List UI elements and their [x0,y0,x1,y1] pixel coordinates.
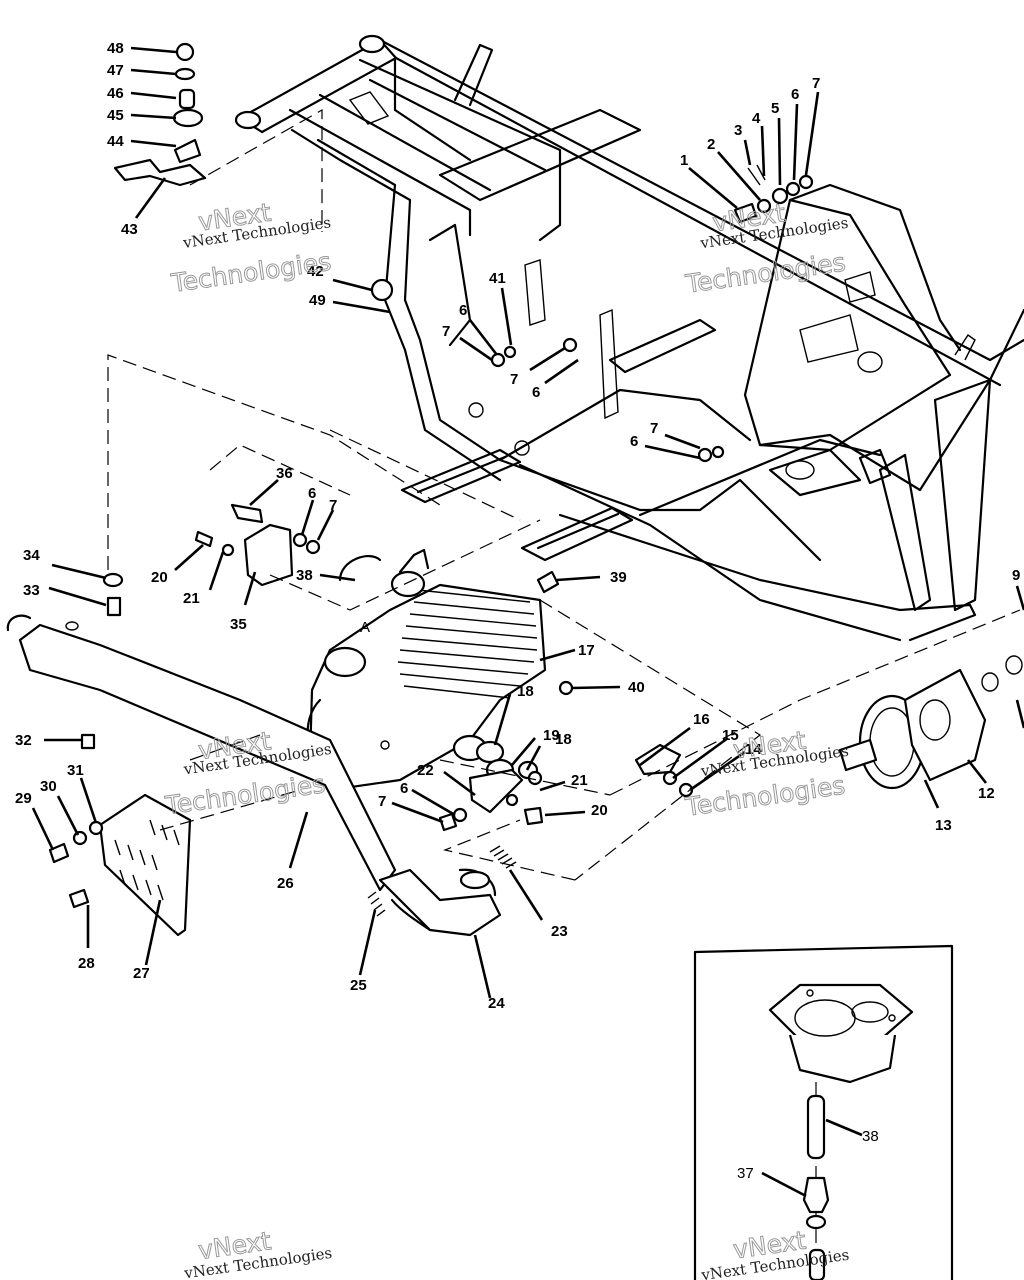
callout-20-left: 20 [151,569,168,586]
heat-shield-slots [114,819,180,901]
callout-18-upper: 18 [517,683,534,700]
callout-32: 32 [15,732,32,749]
part-callouts: 48 47 46 45 44 43 42 49 1 2 3 4 5 6 7 41… [15,40,1020,1012]
assembly-guide-lines [107,108,1021,881]
callout-7: 7 [812,75,820,92]
callout-46: 46 [107,85,124,102]
callout-1: 1 [680,152,688,169]
callout-3: 3 [734,122,742,139]
watermark-tech: Technologies [169,247,333,298]
callout-45: 45 [107,107,124,124]
callout-24: 24 [488,995,505,1012]
callout-26: 26 [277,875,294,892]
callout-2: 2 [707,136,715,153]
callout-34: 34 [23,547,40,564]
callout-25: 25 [350,977,367,994]
callout-14: 14 [745,741,762,758]
vehicle-frame [234,34,1024,642]
callout-6-bracket: 6 [308,485,316,502]
callout-49: 49 [309,292,326,309]
callout-39: 39 [610,569,627,586]
callout-6: 6 [791,86,799,103]
callout-47: 47 [107,62,124,79]
callout-7-frame-a: 7 [442,323,450,340]
callout-21-right: 21 [571,772,588,789]
callout-30: 30 [40,778,57,795]
callout-21-left: 21 [183,590,200,607]
callout-4: 4 [752,110,761,127]
watermark-bottom-right: vNext vNext Technologies [699,1225,850,1280]
callout-42: 42 [307,263,324,280]
watermark-bottom-left: vNext vNext Technologies [182,1226,333,1280]
callout-5: 5 [771,100,779,117]
callout-20-right: 20 [591,802,608,819]
callout-29: 29 [15,790,32,807]
callout-15: 15 [722,727,739,744]
detail-inset: 38 37 [693,944,954,1280]
watermark-top-right: vNext vNext Technologies Technologies [683,198,850,299]
callout-38: 38 [296,567,313,584]
engine-view-marker: A [360,619,370,636]
callout-7-bracket: 7 [329,497,337,514]
callout-40: 40 [628,679,645,696]
drive-pulley-assembly [838,655,1023,790]
callout-33: 33 [23,582,40,599]
callout-31: 31 [67,762,84,779]
callout-leader-lines [31,46,1024,999]
callout-7-frame-b: 7 [510,371,518,388]
callout-9: 9 [1012,567,1020,584]
callout-6-frame-b: 6 [532,384,540,401]
callout-48: 48 [107,40,124,57]
callout-18-lower: 18 [555,731,572,748]
callout-17: 17 [578,642,595,659]
callout-44: 44 [107,133,124,150]
callout-19: 19 [543,727,560,744]
callout-6-frame-c: 6 [630,433,638,450]
callout-16: 16 [693,711,710,728]
callout-7-exhaust: 7 [378,793,386,810]
exhaust-system [6,614,502,937]
inset-callout-37: 37 [737,1165,754,1182]
callout-36: 36 [276,465,293,482]
callout-7-frame-c: 7 [650,420,658,437]
callout-6-exhaust: 6 [400,780,408,797]
callout-13: 13 [935,817,952,834]
cylinder-fins [397,589,538,699]
watermark-top-left: vNext vNext Technologies Technologies [168,197,333,298]
callout-27: 27 [133,965,150,982]
callout-43: 43 [121,221,138,238]
callout-35: 35 [230,616,247,633]
callout-41: 41 [489,270,506,287]
watermark-mid-right: vNext vNext Technologies Technologies [682,725,849,822]
watermark-tech: Technologies [683,248,847,299]
callout-12: 12 [978,785,995,802]
callout-28: 28 [78,955,95,972]
small-hardware [48,42,814,917]
inset-callout-38: 38 [862,1128,879,1145]
callout-6-frame-a: 6 [459,302,467,319]
callout-22: 22 [417,762,434,779]
engine-assembly: A [295,548,547,792]
callout-23: 23 [551,923,568,940]
